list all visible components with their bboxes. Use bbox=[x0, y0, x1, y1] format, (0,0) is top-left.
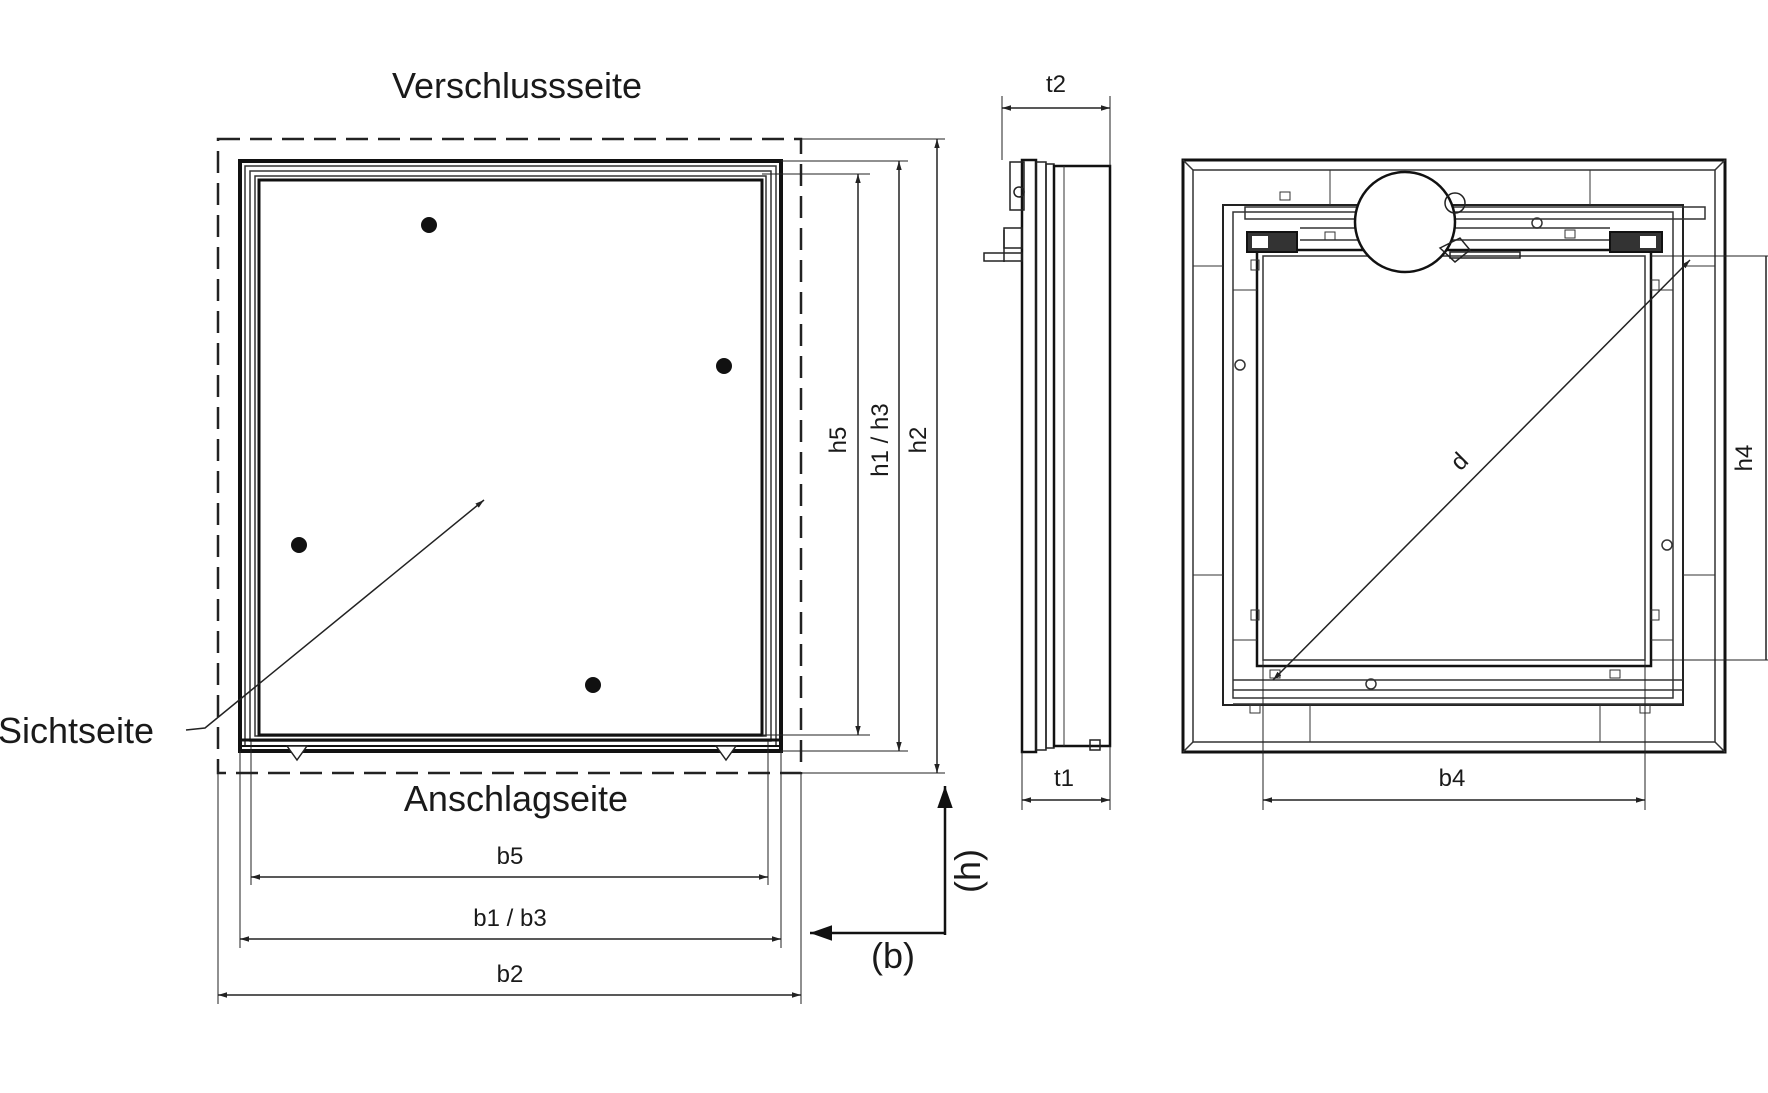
side-handle bbox=[983, 252, 1023, 262]
side-view bbox=[983, 96, 1112, 810]
dim-label-d: d bbox=[1445, 447, 1474, 476]
visible-side-leader bbox=[185, 499, 485, 731]
fastening-point bbox=[716, 358, 732, 374]
dim-label-b1-b3: b1 / b3 bbox=[473, 905, 546, 932]
dim-label-h2: h2 bbox=[905, 427, 932, 454]
bottom-side-label: Anschlagseite bbox=[404, 778, 628, 819]
dim-label-t2: t2 bbox=[1046, 71, 1066, 98]
diagonal-line-d bbox=[1272, 259, 1691, 681]
dim-label-b5: b5 bbox=[497, 843, 524, 870]
dim-label-b2: b2 bbox=[497, 961, 524, 988]
dim-label-h1-h3: h1 / h3 bbox=[867, 403, 894, 476]
door-panel bbox=[257, 178, 764, 737]
side-door-leaf bbox=[1052, 164, 1112, 748]
back-view bbox=[1181, 158, 1768, 810]
dim-label-t1: t1 bbox=[1054, 765, 1074, 792]
back-frame-outer bbox=[1181, 158, 1727, 754]
hinge-left bbox=[285, 745, 309, 762]
dim-label-h4: h4 bbox=[1731, 445, 1758, 472]
frame-outer bbox=[238, 159, 783, 753]
fastening-point bbox=[291, 537, 307, 553]
front-view bbox=[185, 137, 953, 1004]
dim-label-b4: b4 bbox=[1439, 765, 1466, 792]
axis-b-label: (b) bbox=[871, 935, 915, 976]
wall-opening-outline bbox=[216, 137, 803, 775]
side-frame bbox=[1020, 158, 1038, 754]
top-side-label: Verschlussseite bbox=[392, 65, 642, 106]
duct-connection-circle bbox=[1353, 170, 1457, 274]
visible-side-label: Sichtseite bbox=[0, 710, 154, 751]
axis-h-label: (h) bbox=[947, 849, 988, 893]
fastening-point bbox=[585, 677, 601, 693]
hinge-right bbox=[714, 745, 738, 762]
dim-label-h5: h5 bbox=[825, 427, 852, 454]
fastening-point bbox=[421, 217, 437, 233]
